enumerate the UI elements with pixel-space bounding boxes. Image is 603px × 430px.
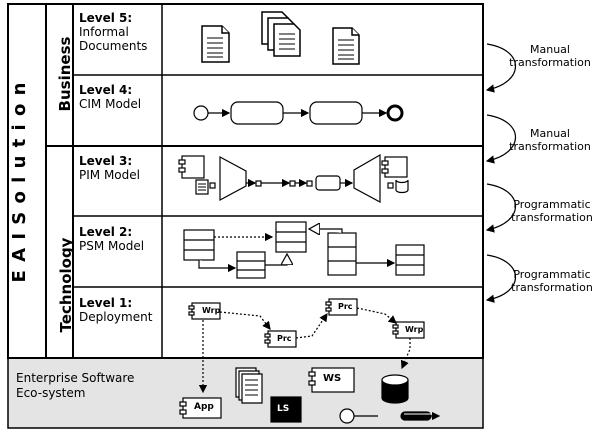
wrp-component-label: Wrp (405, 325, 424, 334)
business-band-label: Business (56, 36, 74, 112)
ls-component-label: LS (277, 404, 290, 414)
documents-stack-icon (261, 11, 301, 57)
document-icon (201, 25, 230, 63)
ws-component-label: WS (323, 373, 342, 384)
prc-component-label: Prc (338, 302, 353, 311)
ecosystem-elements (179, 367, 441, 424)
level-1-label: Level 1:Deployment (79, 296, 153, 324)
level-3-label: Level 3:PIM Model (79, 154, 140, 182)
document-icon (332, 27, 360, 65)
eai-solution-label: E A I S o l u t i o n (9, 81, 30, 283)
level-2-label: Level 2:PSM Model (79, 225, 145, 253)
prc-component-label: Prc (277, 334, 292, 343)
level-4-label: Level 4:CIM Model (79, 83, 142, 111)
transformation-arrows (485, 43, 516, 303)
technology-band-label: Technology (57, 237, 75, 333)
app-component-label: App (194, 402, 214, 412)
wrp-component-label: Wrp (202, 306, 221, 315)
deployment-diagram (188, 298, 425, 394)
psm-model-diagram (183, 221, 425, 279)
cim-process-flow (193, 101, 404, 125)
pim-model-diagram (178, 153, 409, 204)
